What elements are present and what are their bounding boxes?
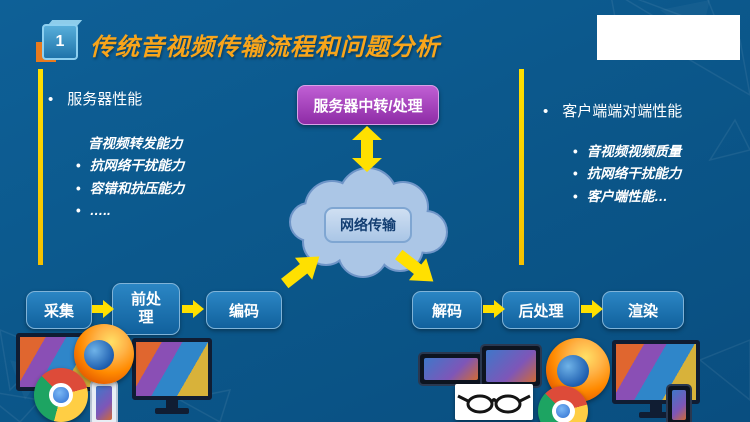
client-panel-rule	[519, 69, 524, 265]
smartphone-image	[90, 380, 118, 422]
arrow-up-right-icon	[280, 256, 320, 289]
pipeline-node-decode: 解码	[412, 291, 482, 329]
logo-placeholder	[597, 15, 740, 60]
desktop-computer-image	[132, 338, 212, 414]
network-cloud: 网络传输	[286, 162, 450, 280]
client-panel-item: 客户端性能…	[573, 186, 743, 208]
tablet-image	[480, 344, 542, 388]
arrow-down-right-icon	[394, 249, 434, 282]
smartphone-image	[666, 384, 692, 422]
smartphone-image	[418, 352, 484, 386]
server-panel-heading: 服务器性能	[48, 88, 258, 109]
client-panel-item: 抗网络干扰能力	[573, 163, 743, 185]
server-panel-item: 容错和抗压能力	[76, 178, 258, 200]
pipeline-node-label: 后处理	[518, 302, 564, 320]
pipeline-node-label: 渲染	[627, 302, 658, 320]
pipeline-node-label: 采集	[43, 302, 74, 320]
pipeline-node-label: 解码	[431, 302, 462, 320]
client-panel-item: 音视频视频质量	[573, 141, 743, 163]
pipeline-node-label: 编码	[228, 302, 259, 320]
chrome-icon	[34, 368, 88, 422]
slide-title: 传统音视频传输流程和问题分析	[90, 34, 440, 61]
server-relay-node: 服务器中转/处理	[297, 85, 439, 125]
firefox-icon	[74, 324, 134, 384]
arrow-right-icon	[483, 300, 505, 318]
badge-number: 1	[42, 24, 78, 60]
smart-glasses-image	[455, 384, 533, 420]
server-panel-item: 抗网络干扰能力	[76, 155, 258, 177]
server-panel-item: 音视频转发能力	[88, 136, 183, 151]
pipeline-node-preprocess: 前处理	[112, 283, 180, 335]
arrow-right-icon	[182, 300, 204, 318]
glasses-icon	[457, 394, 531, 414]
pipeline-node-label: 前处理	[130, 291, 161, 326]
pipeline-node-postprocess: 后处理	[502, 291, 580, 329]
pipeline-node-encode: 编码	[206, 291, 282, 329]
arrow-right-icon	[92, 300, 114, 318]
pipeline-node-capture: 采集	[26, 291, 92, 329]
arrow-right-icon	[581, 300, 603, 318]
pipeline-node-render: 渲染	[602, 291, 684, 329]
client-panel: 客户端端对端性能 音视频视频质量 抗网络干扰能力 客户端性能…	[543, 100, 743, 208]
server-panel-rule	[38, 69, 43, 265]
chrome-icon	[538, 386, 588, 422]
network-cloud-label: 网络传输	[324, 206, 412, 243]
arrow-double-vertical-icon	[352, 126, 382, 172]
server-panel: 服务器性能 音视频转发能力 抗网络干扰能力 容错和抗压能力 …..	[48, 88, 258, 222]
server-panel-item: …..	[76, 200, 258, 222]
server-panel-list: 音视频转发能力 抗网络干扰能力 容错和抗压能力 …..	[48, 133, 258, 222]
slide-number-badge: 1	[34, 16, 88, 70]
client-panel-list: 音视频视频质量 抗网络干扰能力 客户端性能…	[543, 141, 743, 208]
client-panel-heading: 客户端端对端性能	[543, 100, 743, 121]
